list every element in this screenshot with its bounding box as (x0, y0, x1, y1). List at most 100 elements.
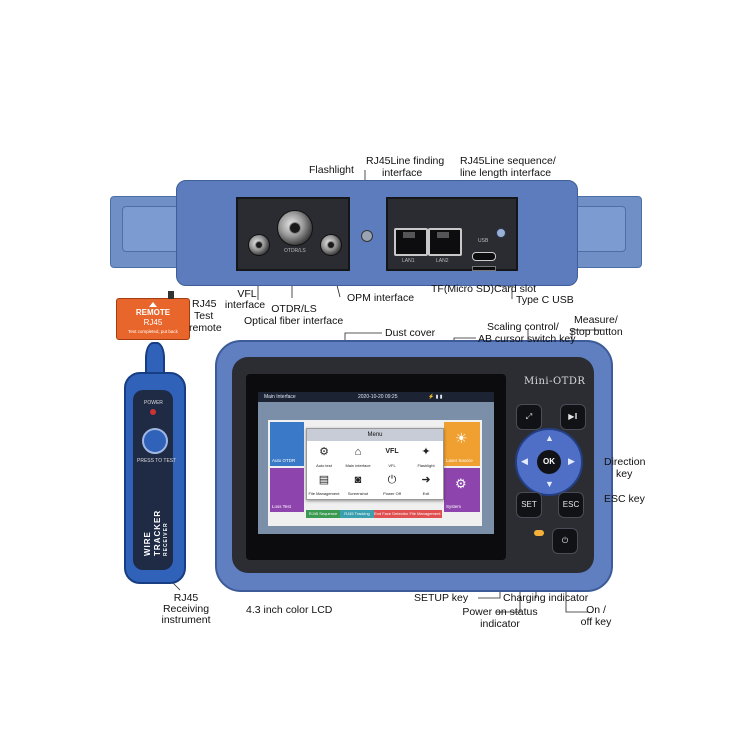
status-dot (496, 228, 506, 238)
vfl-connector[interactable] (248, 234, 270, 256)
menu-item-power-off[interactable]: ⏻ Power Off (383, 474, 401, 496)
set-key[interactable]: SET (516, 492, 542, 518)
power-icon: ⏻ (387, 474, 397, 486)
ok-button[interactable]: OK (537, 450, 561, 474)
callout-vfl-1: VFL (237, 288, 257, 300)
callout-esc: ESC key (604, 493, 645, 505)
type-c-usb-port[interactable] (472, 252, 496, 261)
tracker-brand-line2: TRACKER (153, 509, 162, 556)
callout-rj45-remote-1: RJ45 (192, 298, 217, 310)
tracker-brand-line1: WIRE (143, 531, 152, 556)
arrow-left-icon[interactable]: ◀ (521, 456, 528, 466)
remote-arrow-icon (149, 302, 157, 307)
otdr-connector[interactable] (277, 210, 313, 246)
menu-item-flashlight[interactable]: ✦ Flashlight (417, 446, 435, 468)
callout-vfl-2: interface (224, 299, 266, 311)
callout-rj45-finding-1: RJ45Line finding (366, 155, 445, 167)
callout-rj45-sequence-1: RJ45Line sequence/ (460, 155, 556, 167)
tab-file-management[interactable]: File Management (408, 510, 442, 518)
callout-rj45-receiving-3: instrument (161, 614, 211, 626)
callout-power-status-2: indicator (480, 618, 520, 630)
callout-dust-cover: Dust cover (385, 327, 436, 339)
tracker-brand-line3: RECEIVER (163, 522, 169, 556)
otdr-port-label: OTDR/LS (284, 248, 306, 254)
tab-rj45-tracking[interactable]: RJ45 Tracking (340, 510, 374, 518)
callout-lcd: 4.3 inch color LCD (246, 604, 333, 616)
callout-measure-1: Measure/ (574, 314, 618, 326)
rj45-test-remote: REMOTE RJ45 Test completed, put back (116, 291, 190, 340)
arrow-up-icon[interactable]: ▲ (545, 433, 554, 443)
rj45-lan1-port[interactable] (394, 228, 428, 256)
opm-connector[interactable] (320, 234, 342, 256)
callout-rj45-sequence-2: line length interface (460, 167, 552, 179)
callout-opm: OPM interface (347, 292, 415, 304)
callout-scaling-1: Scaling control/ (487, 321, 559, 333)
menu-item-vfl[interactable]: VFL VFL (375, 442, 409, 471)
screen-title: Main Interface (264, 394, 296, 400)
menu-item-file-management[interactable]: ▤ File Management (308, 474, 340, 496)
menu-item-auto-test[interactable]: ⚙ Auto test (316, 446, 332, 468)
usb-label: USB (478, 238, 489, 244)
callout-direction-2: key (616, 468, 633, 480)
sun-icon: ☀ (455, 430, 468, 446)
tile-auto-otdr[interactable]: Auto OTDR (270, 422, 304, 466)
menu-item-screenshot[interactable]: ◙ Screenshot (347, 474, 369, 496)
callout-direction-1: Direction (604, 456, 646, 468)
rj45-lan2-port[interactable] (428, 228, 462, 256)
menu-item-exit[interactable]: ➜ Exit (409, 470, 443, 499)
home-icon: ⌂ (354, 446, 362, 458)
callout-scaling-2: AB cursor switch key (478, 333, 576, 345)
arrow-down-icon[interactable]: ▼ (545, 479, 554, 489)
callout-onoff-2: off key (580, 616, 612, 628)
arrow-right-icon[interactable]: ▶ (568, 456, 575, 466)
tile-loss-test[interactable]: Loss Test (270, 468, 304, 512)
status-icons: ⚡ ▮ ▮ (428, 394, 443, 400)
screen-datetime: 2020-10-20 09:25 (358, 394, 398, 400)
charging-led (534, 530, 544, 536)
flashlight-icon: ✦ (421, 446, 431, 458)
gear-icon: ⚙ (319, 446, 329, 458)
callout-power-status-1: Power on status (462, 606, 538, 618)
menu-dialog: Menu ⚙ Auto test ⌂ Main interface VFL VF… (306, 428, 444, 500)
tracker-power-led (150, 409, 156, 415)
callout-rj45-remote-2: Test (194, 310, 214, 322)
callout-rj45-receiving-1: RJ45 (173, 592, 199, 604)
callout-charging: Charging indicator (503, 592, 589, 604)
tile-laser-source[interactable]: ☀ Laser Source (444, 422, 480, 466)
device-brand: Mini-OTDR (524, 376, 586, 387)
lan1-label: LAN1 (402, 258, 415, 264)
tab-rj45-sequence[interactable]: RJ45 Sequence (306, 510, 340, 518)
exit-icon: ➜ (421, 474, 431, 486)
direction-pad[interactable]: ▲ ▼ ◀ ▶ OK (515, 428, 583, 496)
remote-header: REMOTE (135, 308, 171, 317)
menu-item-main-interface[interactable]: ⌂ Main interface (345, 446, 371, 468)
measure-stop-key[interactable]: ▶‖ (560, 404, 586, 430)
menu-title: Menu (307, 429, 443, 441)
tf-card-slot[interactable] (472, 266, 496, 271)
callout-setup: SETUP key (414, 592, 469, 604)
lan2-label: LAN2 (436, 258, 449, 264)
settings-icon: ⚙ (455, 476, 467, 491)
remote-footer: Test completed, put back (128, 329, 178, 334)
callout-rj45-finding-2: interface (382, 167, 423, 179)
screen-status-bar: Main Interface 2020-10-20 09:25 ⚡ ▮ ▮ (258, 392, 494, 402)
callout-rj45-receiving-2: Receiving (162, 603, 210, 615)
flashlight-lens (361, 230, 373, 242)
remote-model: RJ45 (143, 318, 163, 327)
esc-key[interactable]: ESC (558, 492, 584, 518)
scaling-key[interactable]: ⤢ (516, 404, 542, 430)
camera-icon: ◙ (354, 474, 362, 486)
callout-otdr-1: OTDR/LS (271, 303, 317, 315)
tracker-press-label: PRESS TO TEST (137, 458, 177, 464)
left-strap-tab (122, 206, 182, 252)
callout-rj45-remote-3: remote (189, 322, 222, 334)
callout-measure-2: Stop button (569, 326, 623, 338)
tile-system[interactable]: ⚙ System (444, 468, 480, 512)
tracker-test-button[interactable] (142, 428, 168, 454)
remote-antenna (168, 291, 174, 299)
power-key[interactable]: ⏻ (552, 528, 578, 554)
tab-end-face[interactable]: End Face Detection (374, 510, 410, 518)
callout-tf-slot: TF(Micro SD)Card slot (431, 283, 537, 295)
folder-icon: ▤ (318, 474, 330, 486)
callout-flashlight: Flashlight (309, 164, 354, 176)
